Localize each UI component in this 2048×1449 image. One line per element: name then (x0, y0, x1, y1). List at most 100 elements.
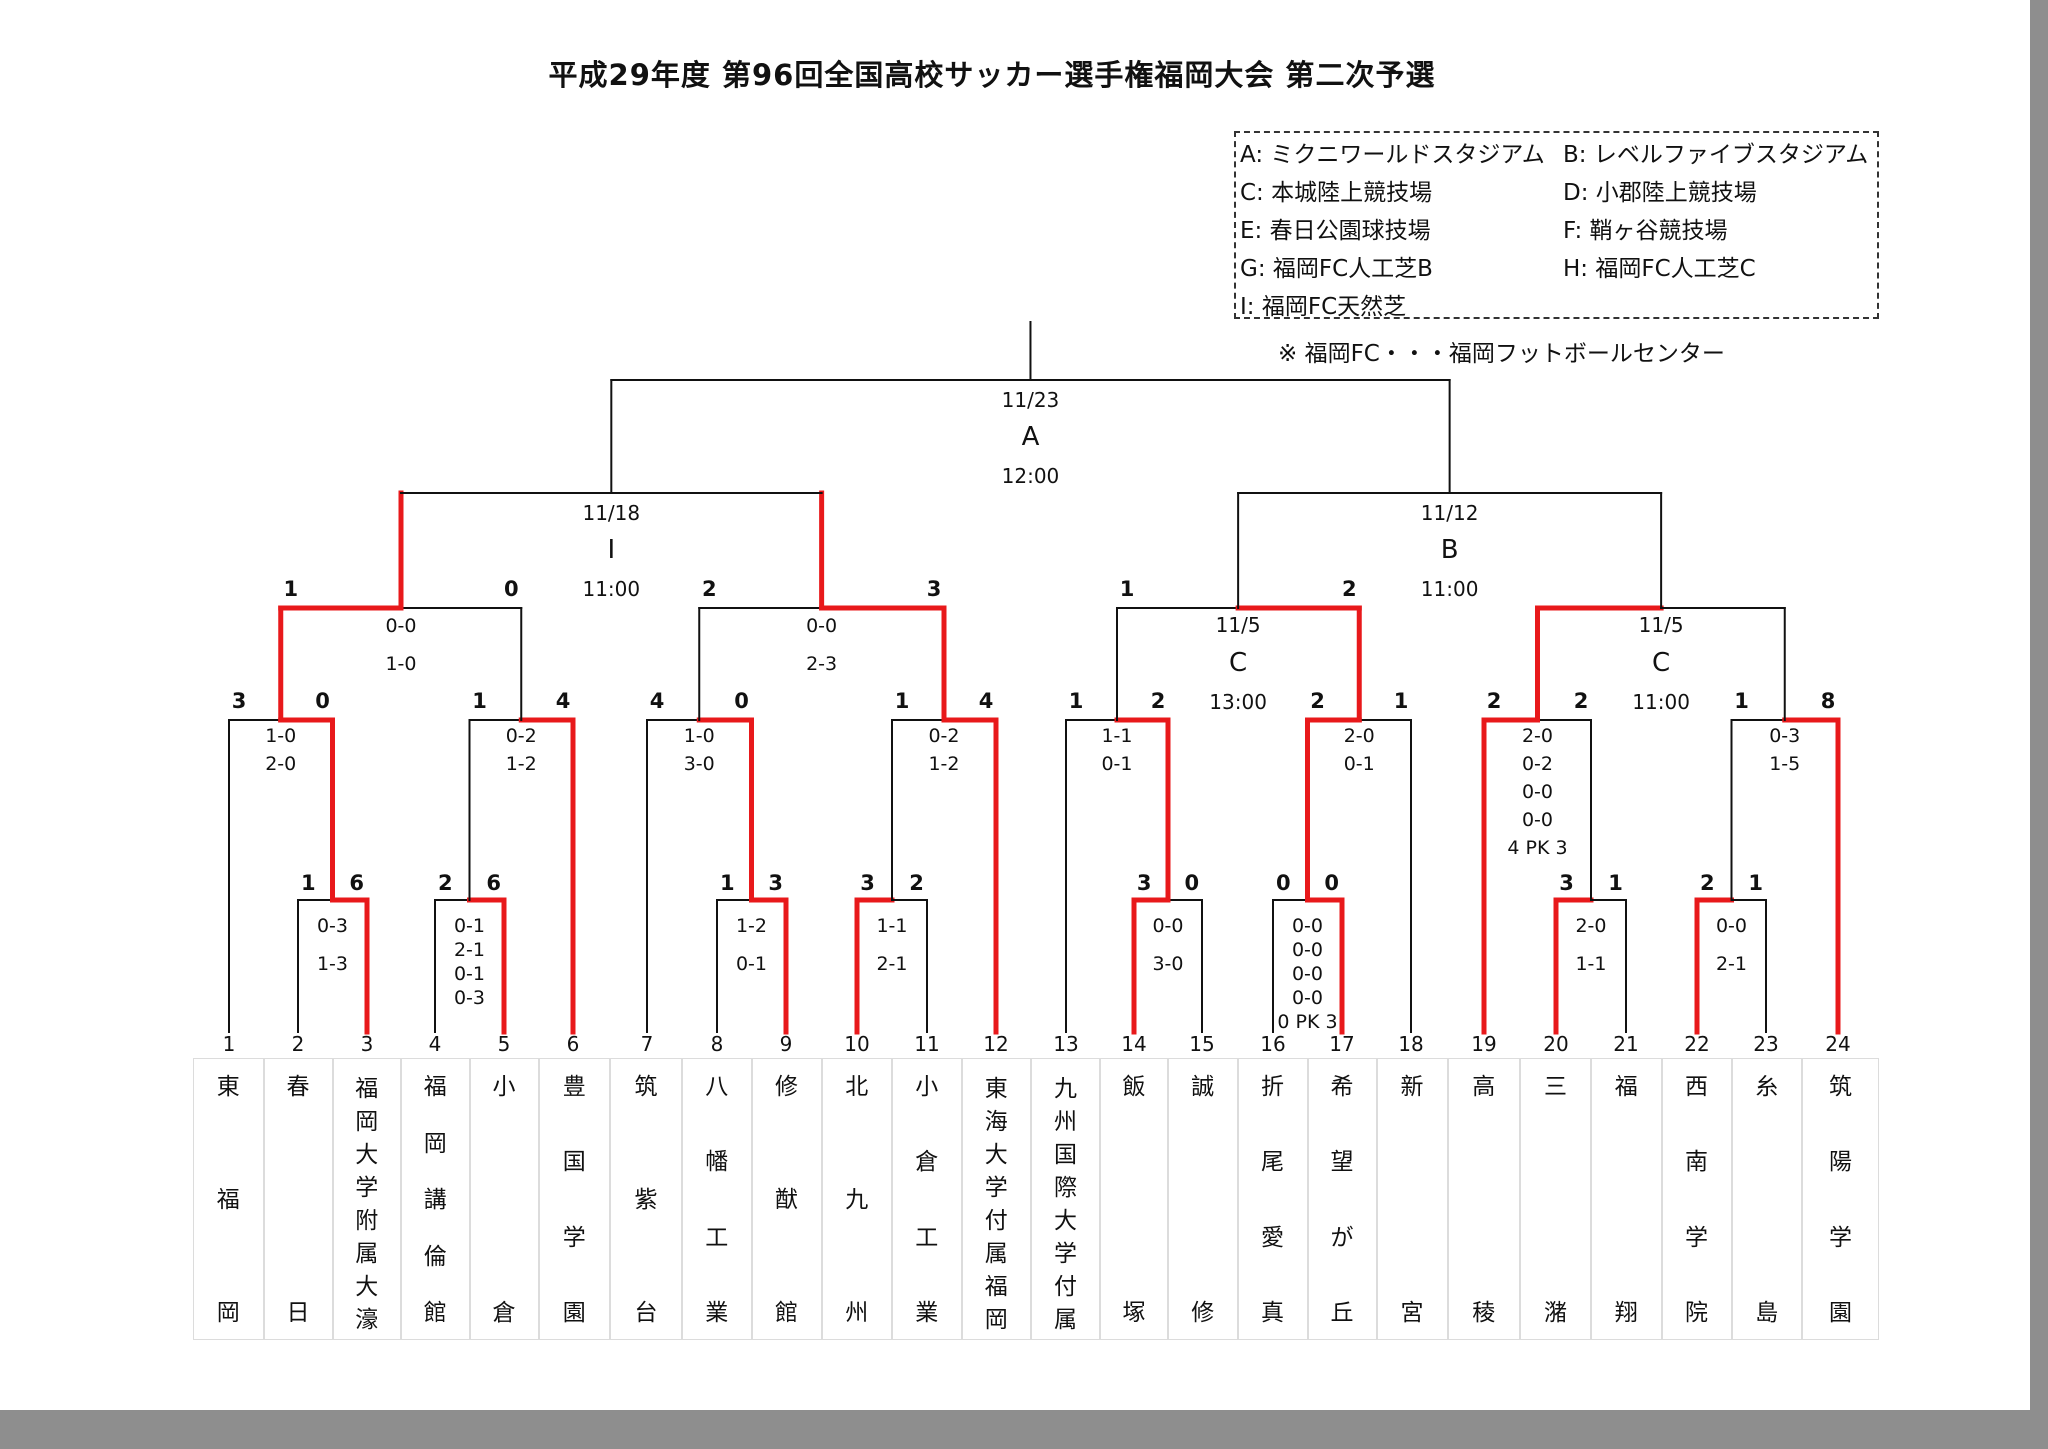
seed-number: 10 (844, 1032, 869, 1056)
team-name-char: 業 (915, 1299, 939, 1326)
round2-result-line: 0-0 (1292, 915, 1323, 937)
round2-score-right: 3 (768, 871, 783, 895)
round3-result-line: 0-2 (506, 725, 537, 747)
seed-number: 4 (429, 1032, 442, 1056)
team-name-char: 福 (423, 1074, 447, 1100)
seed-number: 15 (1189, 1032, 1214, 1056)
team-name-char: 幡 (705, 1149, 729, 1176)
team-name-char: 新 (1400, 1074, 1424, 1100)
round3-score-left: 2 (1487, 689, 1502, 713)
round3-score-right: 2 (1151, 689, 1166, 713)
seed-number: 6 (567, 1032, 580, 1056)
quarterfinal-score-right: 0 (504, 577, 519, 601)
seed-number: 5 (498, 1032, 511, 1056)
seed-number: 21 (1613, 1032, 1638, 1056)
team-name-char: 園 (1829, 1299, 1852, 1326)
seed-number: 2 (292, 1032, 305, 1056)
team-name-char: 工 (915, 1224, 939, 1251)
round2-result-line: 0-0 (1152, 915, 1183, 937)
team-cell: 希望が丘 (1307, 1058, 1377, 1340)
venue-f: F: 鞘ヶ谷競技場 (1563, 218, 1728, 244)
team-name-char: 岡 (355, 1109, 379, 1135)
team-cell: 筑陽学園 (1802, 1058, 1879, 1340)
round2-result-line: 2-1 (876, 953, 907, 975)
round2-score-left: 1 (301, 871, 316, 895)
team-name-char: 業 (705, 1299, 729, 1326)
seed-number: 14 (1121, 1032, 1146, 1056)
quarterfinal-result-line: 0-0 (806, 615, 837, 637)
round2-result-line: 0-1 (736, 953, 767, 975)
team-name-char: 修 (775, 1074, 798, 1100)
team-cell: 小倉工業 (892, 1058, 962, 1340)
seed-number: 22 (1684, 1032, 1709, 1056)
round3-score-right: 0 (734, 689, 749, 713)
round2-score-left: 3 (860, 871, 875, 895)
team-name-char: 紫 (634, 1187, 658, 1213)
round3-result-line: 1-0 (684, 725, 715, 747)
team-name-char: 際 (1054, 1175, 1077, 1201)
round2-result-line: 2-1 (1716, 953, 1747, 975)
team-name-char: 学 (984, 1175, 1008, 1201)
team-name-char: 付 (1054, 1274, 1077, 1300)
quarterfinal-score-right: 3 (927, 577, 942, 601)
team-cell: 春日 (263, 1058, 333, 1340)
team-name-char: 岡 (984, 1307, 1008, 1333)
team-name-char: 島 (1755, 1300, 1779, 1326)
round2-result-line: 1-3 (317, 953, 348, 975)
round3-result-line: 0-0 (1522, 809, 1553, 831)
seed-number: 3 (361, 1032, 374, 1056)
team-name-char: 大 (355, 1142, 379, 1168)
round3-result-line: 3-0 (684, 753, 715, 775)
team-name-char: 誠 (1191, 1074, 1215, 1100)
team-name-char: 高 (1472, 1074, 1496, 1100)
team-name-char: 学 (562, 1224, 586, 1251)
team-name-char: 東 (216, 1074, 240, 1100)
venue-a: A: ミクニワールドスタジアム (1240, 142, 1545, 168)
round2-score-right: 2 (909, 871, 924, 895)
seed-number: 19 (1471, 1032, 1496, 1056)
quarterfinal-score-right: 2 (1342, 577, 1357, 601)
final-date: 11/23 (1002, 388, 1060, 412)
team-name-char: 三 (1544, 1074, 1567, 1100)
quarterfinal-score-left: 1 (1120, 577, 1135, 601)
team-name-char: 南 (1685, 1149, 1708, 1176)
seed-number: 16 (1260, 1032, 1285, 1056)
team-cell: 三潴 (1520, 1058, 1591, 1340)
team-name-char: 属 (984, 1241, 1008, 1267)
round3-result-line: 0-1 (1344, 753, 1375, 775)
team-name-char: 九 (845, 1187, 869, 1213)
venue-e: E: 春日公園球技場 (1240, 218, 1431, 244)
quarterfinal-date: 11/5 (1639, 613, 1684, 637)
round3-result-line: 2-0 (1522, 725, 1553, 747)
team-name-char: 倫 (423, 1243, 447, 1270)
team-name-char: 国 (562, 1149, 586, 1176)
team-name-char: 八 (705, 1074, 729, 1100)
team-name-char: 学 (1054, 1241, 1077, 1267)
team-name-char: 丘 (1330, 1299, 1354, 1326)
round3-score-left: 4 (650, 689, 665, 713)
round2-score-right: 0 (1324, 871, 1339, 895)
team-name-char: 西 (1685, 1074, 1708, 1100)
team-name-char: 筑 (634, 1074, 658, 1100)
quarterfinal-time: 11:00 (1632, 690, 1690, 714)
team-cell: 八幡工業 (682, 1058, 752, 1340)
seed-number: 17 (1329, 1032, 1354, 1056)
round3-score-right: 1 (1394, 689, 1409, 713)
team-name-char: 倉 (492, 1300, 516, 1326)
team-name-char: 付 (984, 1208, 1008, 1234)
semifinal-time: 11:00 (582, 577, 640, 601)
team-name-char: 猷 (775, 1187, 798, 1213)
round2-result-line: 1-1 (876, 915, 907, 937)
team-name-char: 倉 (915, 1149, 939, 1176)
round3-score-right: 8 (1821, 689, 1836, 713)
quarterfinal-result-line: 1-0 (385, 653, 416, 675)
team-cell: 高稜 (1447, 1058, 1520, 1340)
venue-b: B: レベルファイブスタジアム (1563, 142, 1869, 168)
team-name-char: 豊 (562, 1074, 586, 1100)
team-name-char: 濠 (355, 1307, 379, 1333)
team-name-char: 院 (1685, 1299, 1708, 1326)
team-cell: 誠修 (1168, 1058, 1238, 1340)
round3-result-line: 0-1 (1101, 753, 1132, 775)
team-name-char: 筑 (1829, 1074, 1852, 1100)
team-cell: 西南学院 (1661, 1058, 1732, 1340)
